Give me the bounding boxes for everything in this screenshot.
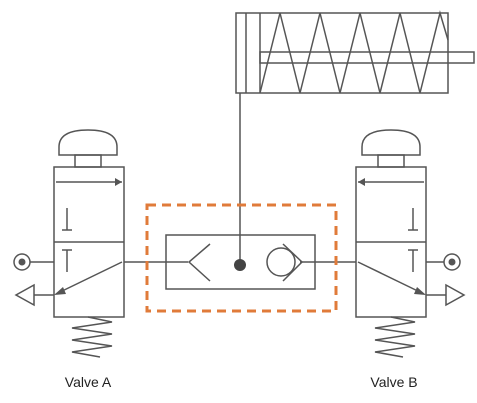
pneumatic-cylinder-icon xyxy=(235,10,475,94)
valve-a-label: Valve A xyxy=(65,374,112,390)
spring-icon xyxy=(374,316,416,358)
spring-icon xyxy=(71,316,113,358)
highlight-box xyxy=(145,203,338,313)
valve-b-label: Valve B xyxy=(370,374,417,390)
shuttle-valve-icon xyxy=(165,234,316,290)
exhaust-triangle-icon xyxy=(445,283,466,307)
check-valve-icon xyxy=(266,243,304,282)
valve-a xyxy=(13,129,125,358)
port-circle-icon xyxy=(13,253,31,271)
port-circle-icon xyxy=(443,253,461,271)
pushbutton-icon xyxy=(58,129,118,168)
exhaust-triangle-icon xyxy=(14,283,35,307)
pushbutton-icon xyxy=(361,129,421,168)
valve-b xyxy=(355,129,466,358)
